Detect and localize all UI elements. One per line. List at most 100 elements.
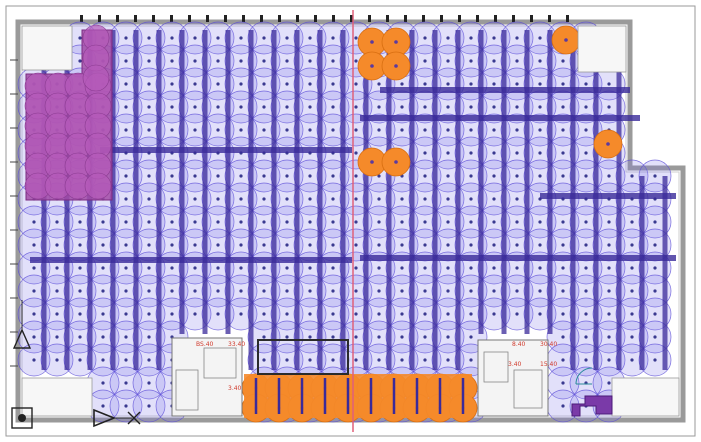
room-label: BS.40 bbox=[196, 341, 214, 348]
room-label: 33.40 bbox=[228, 341, 245, 348]
sprinkler-head bbox=[469, 335, 473, 339]
mullion bbox=[80, 15, 83, 22]
sprinkler-head bbox=[147, 105, 151, 109]
sprinkler-head bbox=[354, 151, 358, 155]
sprinkler-head bbox=[55, 335, 59, 339]
sprinkler-head bbox=[354, 358, 358, 362]
sprinkler-head bbox=[308, 128, 312, 132]
sprinkler-head bbox=[285, 36, 289, 40]
sprinkler-head bbox=[308, 174, 312, 178]
sprinkler-head bbox=[78, 266, 82, 270]
sprinkler-head bbox=[285, 312, 289, 316]
sprinkler-head bbox=[469, 151, 473, 155]
sprinkler-head bbox=[446, 59, 450, 63]
sprinkler-head bbox=[78, 335, 82, 339]
sprinkler-head bbox=[308, 59, 312, 63]
sprinkler-head bbox=[124, 105, 128, 109]
sprinkler-head bbox=[584, 358, 588, 362]
sprinkler-head bbox=[446, 128, 450, 132]
sprinkler-head bbox=[423, 335, 427, 339]
sprinkler-head bbox=[630, 266, 634, 270]
orange-coverage-heads bbox=[241, 25, 623, 423]
sprinkler-head bbox=[469, 266, 473, 270]
sprinkler-head bbox=[446, 358, 450, 362]
sprinkler-head bbox=[262, 197, 266, 201]
sprinkler-head bbox=[193, 174, 197, 178]
sprinkler-head bbox=[653, 220, 657, 224]
sprinkler-head bbox=[170, 105, 174, 109]
sprinkler-head bbox=[584, 312, 588, 316]
section-arrow-icon bbox=[93, 408, 141, 428]
sprinkler-head bbox=[492, 82, 496, 86]
sprinkler-head bbox=[538, 151, 542, 155]
sprinkler-head bbox=[262, 289, 266, 293]
orange-head-center bbox=[394, 160, 398, 164]
sprinkler-head bbox=[331, 105, 335, 109]
sprinkler-head bbox=[239, 105, 243, 109]
sprinkler-head bbox=[239, 266, 243, 270]
sprinkler-head bbox=[308, 358, 312, 362]
sprinkler-head bbox=[285, 197, 289, 201]
sprinkler-head bbox=[308, 220, 312, 224]
orange-head-center bbox=[394, 40, 398, 44]
orange-head-center bbox=[564, 38, 568, 42]
sprinkler-head bbox=[423, 174, 427, 178]
sprinkler-head bbox=[147, 312, 151, 316]
door-swing-icon bbox=[575, 367, 593, 385]
sprinkler-head bbox=[469, 312, 473, 316]
sprinkler-head bbox=[561, 243, 565, 247]
sprinkler-head bbox=[354, 266, 358, 270]
magenta-head bbox=[84, 172, 112, 200]
sprinkler-head bbox=[446, 36, 450, 40]
sprinkler-head bbox=[124, 312, 128, 316]
sprinkler-head bbox=[216, 82, 220, 86]
sprinkler-head bbox=[101, 358, 105, 362]
stair-core-left bbox=[171, 337, 349, 417]
sprinkler-head bbox=[446, 197, 450, 201]
mullion bbox=[170, 15, 173, 22]
mullion bbox=[350, 15, 353, 22]
sprinkler-head bbox=[492, 312, 496, 316]
sprinkler-head bbox=[515, 59, 519, 63]
orange-head-center bbox=[370, 64, 374, 68]
room-label: 3.40 bbox=[508, 361, 522, 368]
sprinkler-head bbox=[653, 358, 657, 362]
sprinkler-head bbox=[492, 128, 496, 132]
sprinkler-head bbox=[515, 289, 519, 293]
sprinkler-head bbox=[446, 82, 450, 86]
sprinkler-head bbox=[193, 59, 197, 63]
sprinkler-head bbox=[147, 404, 151, 408]
sprinkler-head bbox=[193, 220, 197, 224]
stair-core-right bbox=[477, 339, 549, 417]
mullion bbox=[458, 15, 461, 22]
sprinkler-head bbox=[193, 105, 197, 109]
sprinkler-head bbox=[101, 312, 105, 316]
orange-band bbox=[244, 374, 472, 418]
sprinkler-head bbox=[101, 289, 105, 293]
sprinkler-head bbox=[124, 174, 128, 178]
sprinkler-head bbox=[446, 174, 450, 178]
sprinkler-head bbox=[607, 381, 611, 385]
sprinkler-head bbox=[147, 335, 151, 339]
sprinkler-head bbox=[423, 243, 427, 247]
sprinkler-head bbox=[170, 266, 174, 270]
sprinkler-head bbox=[607, 312, 611, 316]
sprinkler-head bbox=[400, 266, 404, 270]
sprinkler-head bbox=[101, 243, 105, 247]
sprinkler-head bbox=[607, 105, 611, 109]
sprinkler-head bbox=[538, 289, 542, 293]
sprinkler-head bbox=[147, 381, 151, 385]
mullion bbox=[116, 15, 119, 22]
sprinkler-head bbox=[147, 174, 151, 178]
sprinkler-head bbox=[239, 289, 243, 293]
sprinkler-head bbox=[239, 243, 243, 247]
sprinkler-head bbox=[262, 312, 266, 316]
sprinkler-head bbox=[331, 243, 335, 247]
sprinkler-head bbox=[492, 289, 496, 293]
sprinkler-head bbox=[55, 266, 59, 270]
mullion bbox=[494, 15, 497, 22]
mullion bbox=[152, 15, 155, 22]
sprinkler-head bbox=[469, 358, 473, 362]
sprinkler-head bbox=[584, 243, 588, 247]
